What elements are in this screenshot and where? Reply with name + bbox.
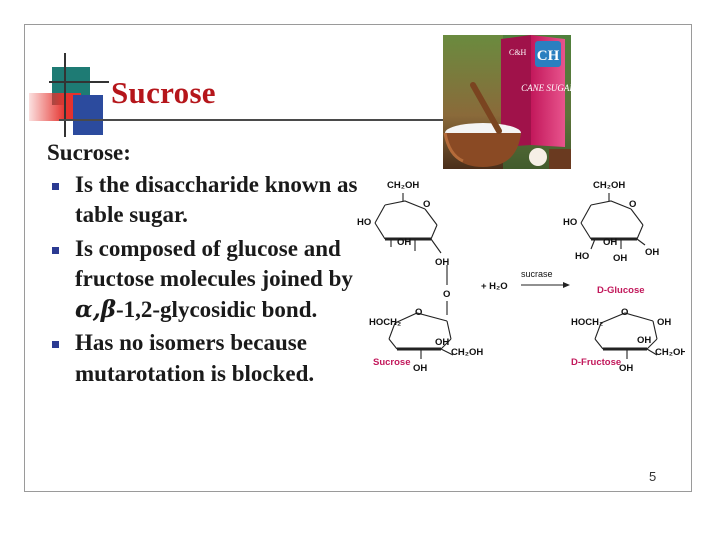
prod-glc-oh-label-2: OH [645,247,659,258]
slide: Sucrose CH CANE SUGAR [24,24,692,492]
prod-fru-ch2oh-label: CH₂OH [655,347,685,358]
bullet-item: Has no isomers because mutarotation is b… [47,328,367,389]
slide-body: Sucrose: Is the disaccharide known as ta… [47,138,367,392]
prod-glc-ho-label-2: HO [575,251,589,262]
prod-fru-oh-label-3: OH [619,363,633,374]
fru-ring-oxygen-label: O [415,307,422,318]
bullet-text: Is composed of glucose and fructose mole… [75,235,353,292]
prod-glc-ho-label: HO [563,217,577,228]
glucose-label: D-Glucose [597,285,645,296]
slide-title: Sucrose [111,75,216,110]
bullet-greek: α,β [75,295,116,323]
glc-oh-label-2: OH [435,257,449,268]
box-side-text: C&H [509,48,527,57]
glc-ho-label: HO [357,217,371,228]
prod-glc-ch2oh-label: CH₂OH [593,180,625,191]
prod-glc-oh-label-3: OH [613,253,627,264]
prod-glc-oh-label: OH [603,237,617,248]
sucrose-hydrolysis-diagram: CH₂OH O HO OH OH O HOCH₂ O [335,165,687,385]
fru-oh-label: OH [435,337,449,348]
bullet-item: Is the disaccharide known as table sugar… [47,170,367,231]
cane-sugar-photo: CH CANE SUGAR C&H [443,35,571,169]
glc-ring-oxygen-label: O [423,199,430,210]
fru-ch2oh-label: CH₂OH [451,347,483,358]
prod-fru-oh-label-2: OH [637,335,651,346]
bullet-text: Has no isomers because mutarotation is b… [75,330,315,386]
bullet-text-end: -1,2-glycosidic bond. [115,296,318,322]
prod-fru-hoch2-label: HOCH₂ [571,317,603,328]
bullet-square-icon [52,182,59,190]
bullet-square-icon [52,341,59,348]
glycosidic-oxygen-label: O [443,289,450,300]
prod-fru-ring-oxygen-label: O [621,307,628,318]
box-monogram: CH [537,48,560,64]
body-heading: Sucrose: [47,140,131,165]
deco-blue-square [73,95,103,135]
deco-red-square [29,93,81,121]
box-brand-text: CANE SUGAR [521,83,571,93]
page-number: 5 [649,469,657,484]
bullet-square-icon [52,246,59,254]
prod-glc-ring-oxygen-label: O [629,199,636,210]
sucrose-fructose-ring: HOCH₂ O OH OH CH₂OH [369,307,483,374]
water-reagent-label: + H₂O [481,281,508,292]
product-fructose-ring: HOCH₂ O OH OH CH₂OH OH [571,307,687,374]
bullet-item: Is composed of glucose and fructose mole… [47,234,367,326]
sucrose-label: Sucrose [373,357,411,368]
enzyme-label: sucrase [521,269,553,279]
reaction-arrow-head-icon [563,282,570,288]
fructose-label: D-Fructose [571,357,622,368]
fru-hoch2-label: HOCH₂ [369,317,401,328]
deco-vertical-line [64,53,66,137]
bullet-text: Is the disaccharide known as table sugar… [75,171,358,228]
glc-ch2oh-label: CH₂OH [387,180,419,191]
deco-horizontal-line [49,81,109,83]
prod-fru-oh-label: OH [657,317,671,328]
fru-oh-label-2: OH [413,363,427,374]
product-glucose-ring: CH₂OH O HO OH HO OH OH [563,180,659,264]
title-underline [59,119,469,121]
sucrose-glucose-ring: CH₂OH O HO OH OH [357,180,449,268]
glc-oh-label: OH [397,237,411,248]
